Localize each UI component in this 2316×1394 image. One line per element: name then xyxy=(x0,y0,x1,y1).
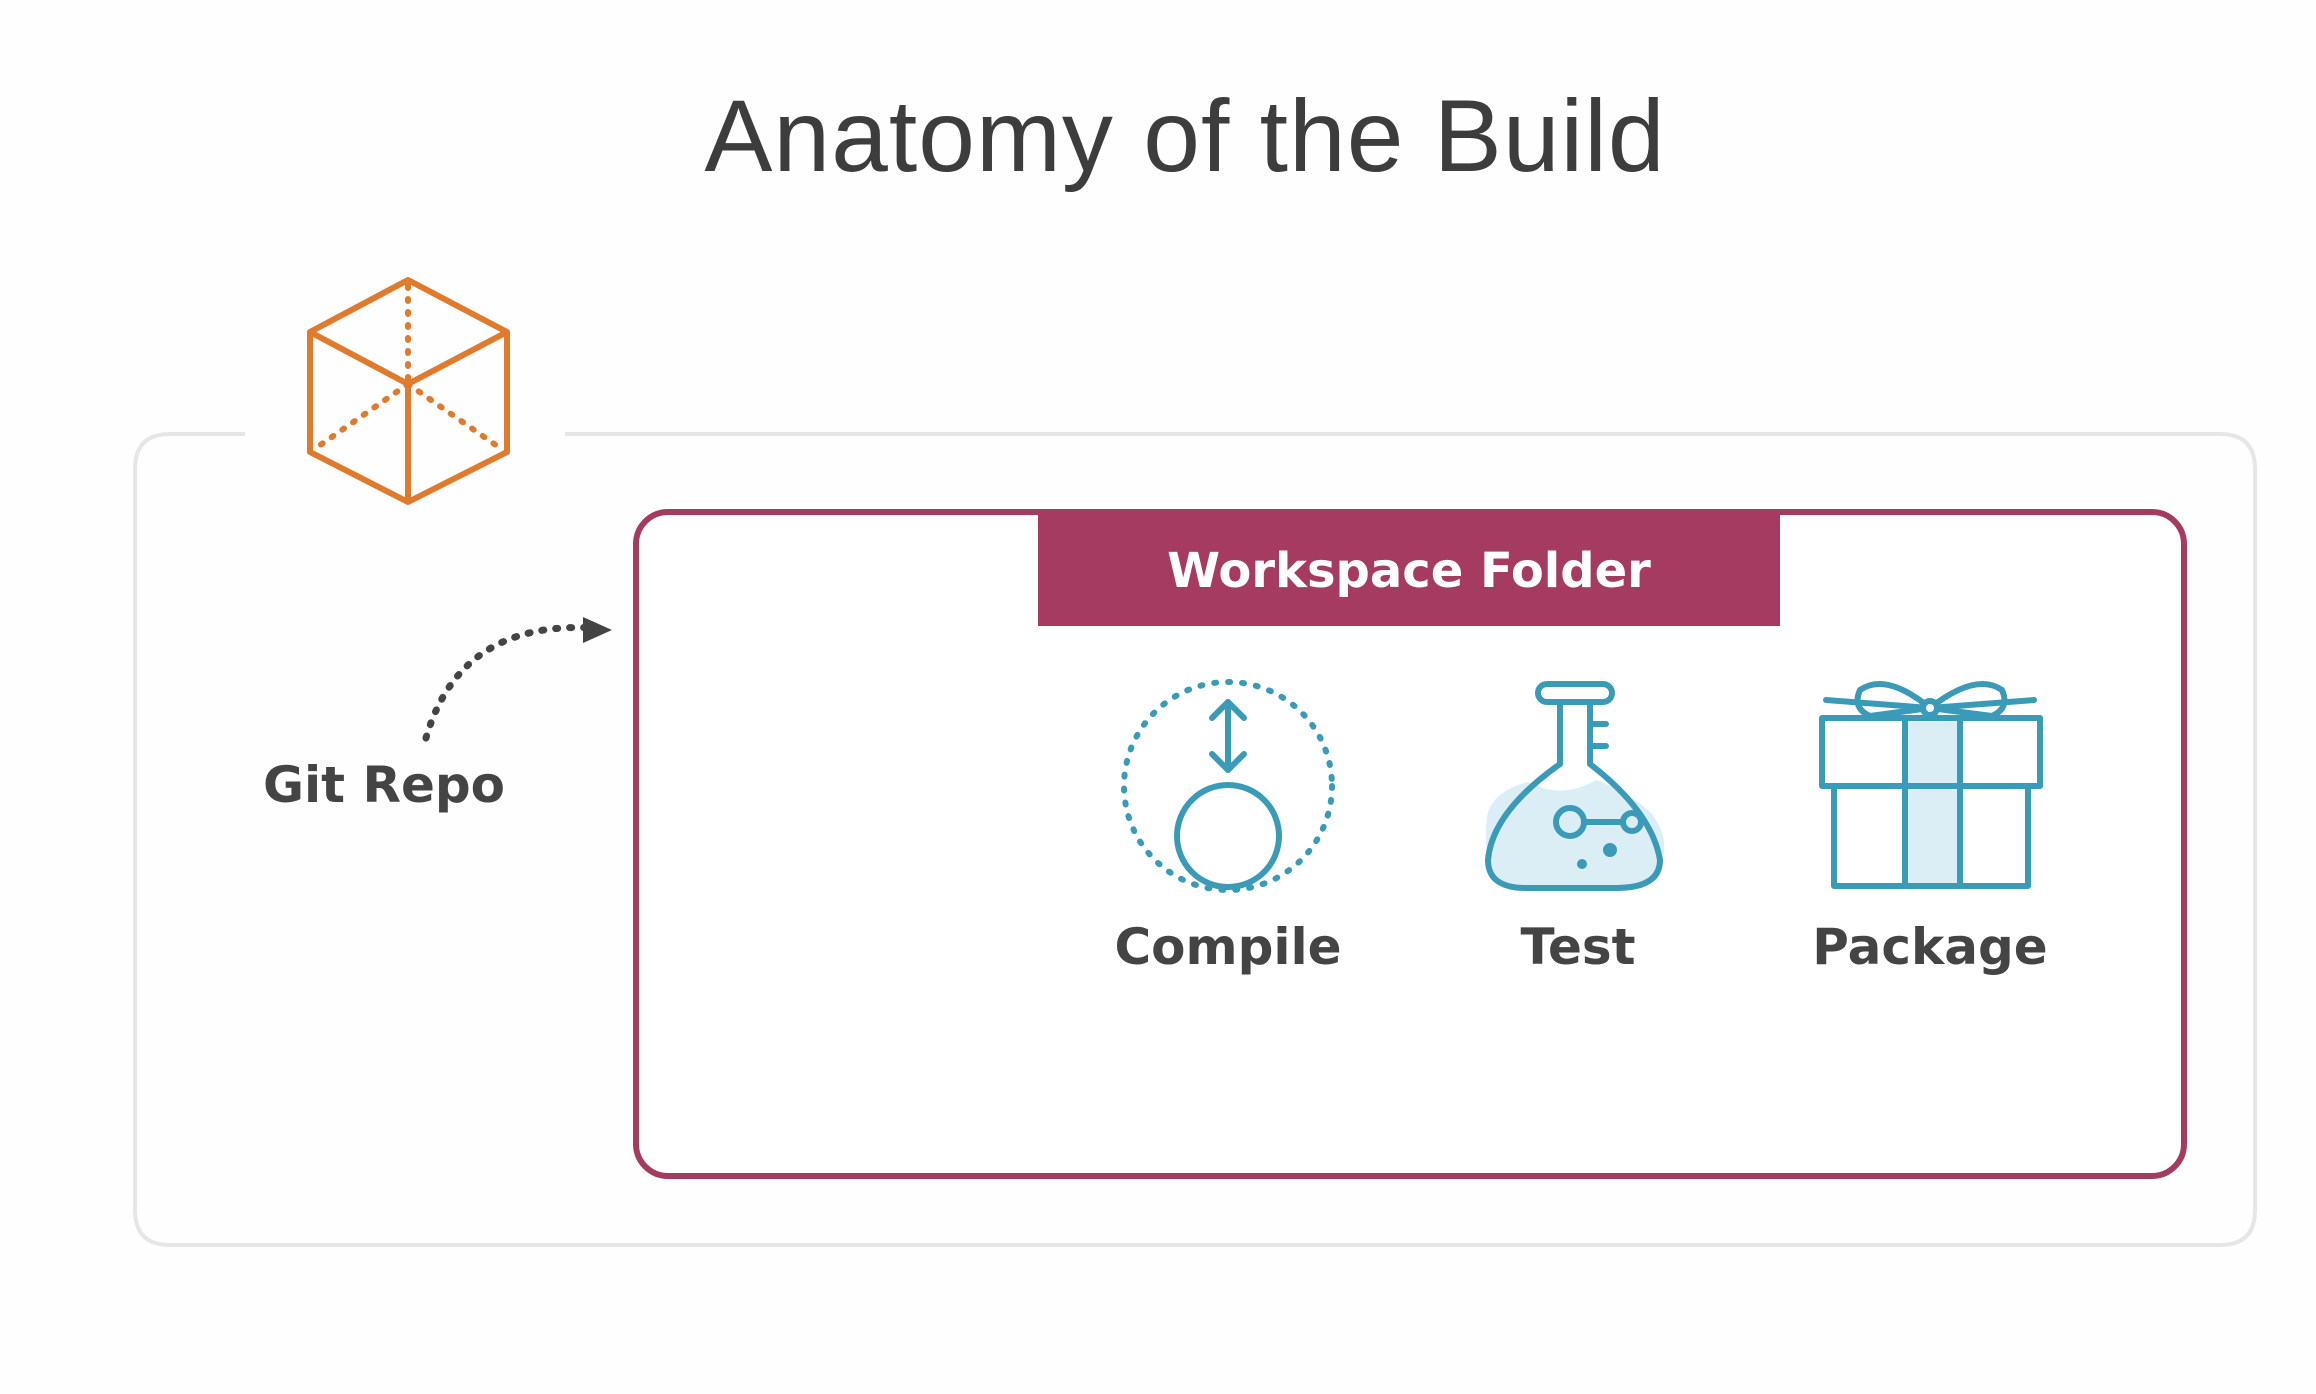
compile-icon xyxy=(1121,679,1335,893)
test-label: Test xyxy=(1520,918,1636,976)
workspace-folder-box xyxy=(633,509,2187,1179)
package-label: Package xyxy=(1812,918,2048,976)
gift-icon xyxy=(1819,681,2043,889)
workspace-folder-header: Workspace Folder xyxy=(1038,515,1780,626)
cube-icon xyxy=(307,277,510,505)
dotted-arrow xyxy=(422,617,612,742)
slide-title: Anatomy of the Build xyxy=(704,79,1666,193)
flask-icon xyxy=(1485,681,1665,891)
outer-container xyxy=(133,432,2257,1247)
compile-label: Compile xyxy=(1114,918,1342,976)
git-repo-label: Git Repo xyxy=(262,756,506,814)
